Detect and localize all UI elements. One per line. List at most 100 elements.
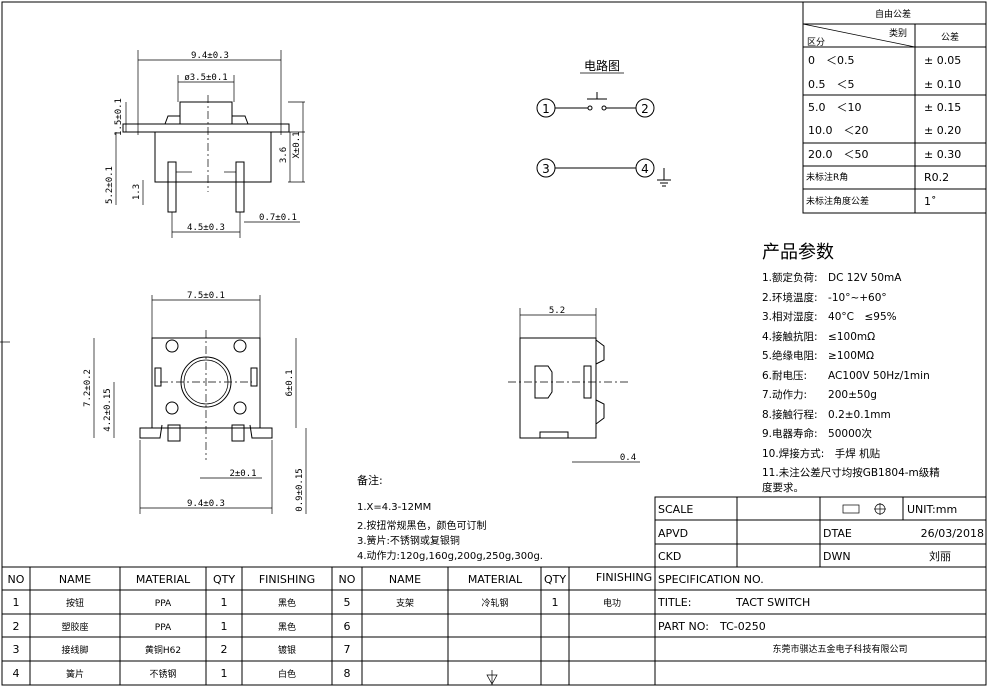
front-view: 9.4±0.3 ø3.5±0.1 1.5±0.1 5.2±0.1 1.3 3.6…	[105, 50, 305, 238]
bom-header: QTY	[544, 573, 566, 586]
dim-label: 6±0.1	[285, 369, 295, 396]
dim-label: 3.6	[279, 147, 289, 163]
bom-cell: 按钮	[66, 597, 84, 609]
dim-label: 4.5±0.3	[187, 223, 225, 233]
title-label: TITLE:	[657, 596, 691, 609]
tol-row-value: ± 0.20	[924, 124, 961, 137]
bom-cell: 黑色	[278, 597, 296, 609]
tolerance-table: 自由公差 类别 区分 公差 0 ＜0.5 ± 0.05 0.5 ＜5 ± 0.1…	[802, 1, 987, 214]
bom-table: NO NAME MATERIAL QTY FINISHING NO NAME M…	[1, 566, 987, 686]
circuit-title: 电路图	[584, 58, 620, 73]
dwn-value: 刘丽	[929, 550, 951, 563]
bom-cell: 塑胶座	[61, 621, 88, 633]
title-block: SCALE UNIT:mm APVD DTAE 26/03/2018 CKD D…	[654, 496, 987, 568]
notes-item: 1.X=4.3-12MM	[357, 502, 432, 513]
dim-label: 0.4	[620, 453, 636, 463]
tol-title: 自由公差	[875, 8, 911, 20]
pin-4-marker	[635, 158, 655, 178]
bom-cell: 6	[344, 620, 351, 633]
dim-label: 9.4±0.3	[187, 499, 225, 509]
date-value: 26/03/2018	[921, 527, 984, 540]
pin-label: 3	[542, 162, 550, 176]
bom-header: FINISHING	[596, 571, 652, 584]
bom-cell: 接线脚	[61, 644, 88, 656]
ckd-label: CKD	[658, 550, 681, 563]
bom-header: FINISHING	[259, 573, 315, 586]
pin-label: 2	[641, 102, 649, 116]
params-item: 6.耐电压: AC100V 50Hz/1min	[762, 369, 930, 382]
tol-row-range: 5.0 ＜10	[808, 101, 862, 114]
bom-header: NO	[339, 573, 356, 586]
tol-row-range: 20.0 ＜50	[808, 148, 869, 161]
projection-symbol-icon	[842, 503, 886, 515]
spec-label: SPECIFICATION NO.	[658, 573, 764, 586]
params-item: 5.绝缘电阻: ≥100MΩ	[762, 350, 874, 362]
notes-item: 4.动作力:120g,160g,200g,250g,300g.	[357, 551, 543, 562]
tol-row-value: ± 0.15	[924, 101, 961, 114]
dim-label: 5.2	[549, 306, 565, 316]
dim-label: 7.5±0.1	[187, 291, 225, 301]
bom-cell: 2	[13, 620, 20, 633]
pin-label: 1	[542, 102, 550, 116]
bom-cell: 黄铜H62	[145, 644, 181, 656]
unit-label: UNIT:mm	[907, 503, 957, 516]
dim-label: 0.7±0.1	[259, 213, 297, 223]
tol-angle-value: 1˚	[924, 195, 937, 208]
bom-cell: 冷轧钢	[481, 597, 508, 609]
params-item: 2.环境温度: -10°~+60°	[762, 291, 887, 304]
tol-header-tol: 公差	[941, 31, 959, 43]
tol-r-label: 未标注R角	[806, 171, 848, 183]
params-block: 产品参数 1.额定负荷: DC 12V 50mA 2.环境温度: -10°~+6…	[762, 238, 982, 495]
params-item: 4.接触抗阻: ≤100mΩ	[762, 330, 876, 343]
pin-2-marker	[635, 98, 655, 118]
pin-label: 4	[641, 162, 649, 176]
bom-cell: 1	[221, 620, 228, 633]
part-value: TC-0250	[719, 620, 766, 633]
scale-label: SCALE	[658, 503, 693, 516]
notes-item: 3.簧片:不锈钢或复银铜	[357, 536, 460, 547]
tol-r-value: R0.2	[924, 171, 949, 184]
part-label: PART NO:	[658, 620, 709, 633]
company-name: 东莞市骐达五金电子科技有限公司	[772, 643, 907, 655]
bom-cell: 5	[344, 596, 351, 609]
bom-header: QTY	[213, 573, 235, 586]
plan-view: 7.5±0.1 7.2±0.2 4.2±0.15 6±0.1 2±0.1 9.4…	[83, 291, 307, 514]
title-value: TACT SWITCH	[735, 596, 810, 609]
bom-cell: PPA	[155, 599, 172, 609]
apvd-label: APVD	[658, 527, 688, 540]
params-item: 7.动作力: 200±50g	[762, 389, 877, 401]
params-item: 8.接触行程: 0.2±0.1mm	[762, 408, 891, 421]
bom-cell: 1	[221, 596, 228, 609]
tol-row-value: ± 0.05	[924, 54, 961, 67]
circuit-diagram: 电路图 1 2 3 4	[536, 58, 671, 187]
bom-header: MATERIAL	[136, 573, 191, 586]
tol-row-range: 10.0 ＜20	[808, 124, 869, 137]
dim-label: 2±0.1	[229, 469, 256, 479]
bom-header: NAME	[59, 573, 91, 586]
bom-cell: 不锈钢	[149, 668, 176, 680]
bom-header: NO	[8, 573, 25, 586]
dim-label: 0.9±0.15	[295, 468, 305, 511]
bom-cell: 镀银	[278, 644, 296, 656]
dim-label: 1.3	[132, 184, 142, 200]
tol-row-value: ± 0.30	[924, 148, 961, 161]
notes-title: 备注:	[357, 474, 383, 487]
tol-angle-label: 未标注角度公差	[806, 195, 869, 207]
bom-cell: 电功	[603, 597, 621, 609]
bom-cell: 支架	[396, 597, 414, 609]
params-item: 度要求。	[762, 482, 804, 494]
tol-row-range: 0.5 ＜5	[808, 78, 855, 91]
bom-cell: 7	[344, 643, 351, 656]
date-label: DTAE	[823, 527, 852, 540]
dim-label: ø3.5±0.1	[184, 73, 227, 83]
bom-cell: 2	[221, 643, 228, 656]
tol-row-value: ± 0.10	[924, 78, 961, 91]
bom-cell: 白色	[278, 668, 296, 680]
dim-label: 7.2±0.2	[83, 369, 93, 407]
bom-cell: 黑色	[278, 621, 296, 633]
bom-cell: 1	[13, 596, 20, 609]
dwn-label: DWN	[823, 550, 851, 563]
dim-label: 4.2±0.15	[103, 388, 113, 431]
side-view: 5.2 0.4	[508, 306, 640, 463]
